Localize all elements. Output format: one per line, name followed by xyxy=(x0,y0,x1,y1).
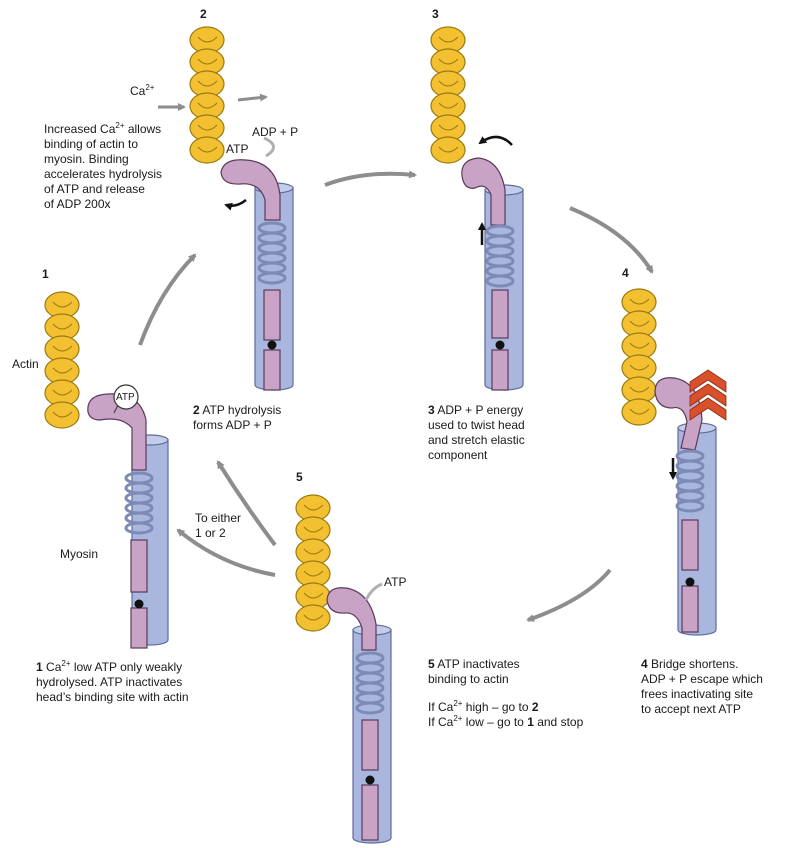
caption-3-line-3: and stretch elastic xyxy=(428,433,525,448)
actin-filament-3 xyxy=(431,27,465,163)
caption-5-line-2: binding to actin xyxy=(428,672,583,687)
actin-bead xyxy=(622,399,656,425)
caption-stage-2: 2 ATP hydrolysis forms ADP + P xyxy=(193,403,281,433)
caption-2-line-1: ATP hydrolysis xyxy=(200,403,282,417)
intro-line-2: binding of actin to xyxy=(44,137,162,152)
myosin-rod-lower xyxy=(492,350,508,390)
stage-5-rule-low: If Ca2+ low – go to 1 and stop xyxy=(428,715,583,730)
caption-4-line-2: ADP + P escape which xyxy=(641,672,763,687)
hinge-dot xyxy=(135,600,144,609)
intro-text: Increased Ca2+ allows binding of actin t… xyxy=(44,122,162,212)
stage-number-1: 1 xyxy=(42,267,49,281)
rule-high-c: 2 xyxy=(532,700,539,714)
actin-label: Actin xyxy=(12,357,39,372)
actin-filament-5 xyxy=(296,495,330,631)
intro-line-3: myosin. Binding xyxy=(44,152,162,167)
actin-bead xyxy=(431,137,465,163)
caption-stage-4: 4 Bridge shortens. ADP + P escape which … xyxy=(641,657,763,717)
hinge-dot xyxy=(496,341,505,350)
stage-number-4: 4 xyxy=(622,266,629,280)
adp-p-label-stage-2: ADP + P xyxy=(252,125,298,140)
myosin-rod xyxy=(682,520,698,570)
caption-4-line-1: Bridge shortens. xyxy=(648,657,739,671)
intro-line-5: of ATP and release xyxy=(44,182,162,197)
ca-symbol: Ca xyxy=(130,84,145,98)
arrow-4-to-5 xyxy=(528,570,610,620)
twist-arrow-3 xyxy=(480,137,512,145)
myosin-rod-lower xyxy=(131,608,147,648)
myosin-rod xyxy=(362,720,378,770)
atp-label-stage-5: ATP xyxy=(384,575,406,590)
twist-arrow-2 xyxy=(226,200,246,206)
caption-4-line-4: to accept next ATP xyxy=(641,702,763,717)
cycle-arrows xyxy=(140,97,652,620)
to-either-line-2: 1 or 2 xyxy=(195,526,241,541)
caption-4-line-3: frees inactivating site xyxy=(641,687,763,702)
caption-4-num: 4 xyxy=(641,657,648,671)
caption-2-line-2: forms ADP + P xyxy=(193,418,281,433)
caption-1-charge: 2+ xyxy=(61,659,70,668)
arrow-2-to-3 xyxy=(325,174,415,185)
hinge-dot xyxy=(686,578,695,587)
intro-ca-charge: 2+ xyxy=(115,121,124,130)
stage-number-2: 2 xyxy=(200,7,207,21)
arrow-1-to-2 xyxy=(140,255,195,345)
atp-bubble-label: ATP xyxy=(116,390,135,405)
caption-5-line-1: ATP inactivates xyxy=(435,657,520,671)
actin-filament-1 xyxy=(45,292,79,428)
ca-charge: 2+ xyxy=(145,83,154,92)
myosin-head-2 xyxy=(221,160,280,220)
hinge-dot xyxy=(366,776,375,785)
intro-line-1a: Increased Ca xyxy=(44,122,115,136)
myosin-head-3 xyxy=(462,158,505,225)
caption-1-a: Ca xyxy=(46,660,61,674)
ca-ion-label: Ca2+ xyxy=(130,84,154,99)
atp-label-stage-2: ATP xyxy=(226,142,248,157)
caption-3-line-2: used to twist head xyxy=(428,418,525,433)
caption-3-line-4: component xyxy=(428,448,525,463)
caption-3-num: 3 xyxy=(428,403,435,417)
myosin-rod xyxy=(131,540,147,592)
myosin-rod xyxy=(264,290,280,340)
caption-1-b: low ATP only weakly xyxy=(71,660,183,674)
to-either-line-1: To either xyxy=(195,511,241,526)
actin-filament-4 xyxy=(622,289,656,425)
caption-stage-5: 5 ATP inactivates binding to actin If Ca… xyxy=(428,657,583,730)
caption-1-num: 1 xyxy=(36,660,43,674)
rule-low-c: 1 xyxy=(527,715,534,729)
caption-stage-3: 3 ADP + P energy used to twist head and … xyxy=(428,403,525,463)
to-either-label: To either 1 or 2 xyxy=(195,511,241,541)
myosin-rod-lower xyxy=(362,785,378,840)
intro-line-6: of ADP 200x xyxy=(44,197,162,212)
myosin-label: Myosin xyxy=(60,547,98,562)
stage-5-rule-high: If Ca2+ high – go to 2 xyxy=(428,700,583,715)
intro-line-1b: allows xyxy=(125,122,162,136)
myosin-rod xyxy=(492,290,508,338)
rule-high-b: high – go to xyxy=(462,700,531,714)
myosin-rod-lower xyxy=(682,586,698,632)
arrow-3-to-4 xyxy=(570,208,652,272)
actin-bead xyxy=(296,605,330,631)
hinge-dot xyxy=(268,341,277,350)
stage-number-3: 3 xyxy=(432,7,439,21)
rule-high-a: If Ca xyxy=(428,700,453,714)
rule-low-d: and stop xyxy=(534,715,583,729)
actin-bead xyxy=(190,137,224,163)
actin-filament-2 xyxy=(190,27,224,163)
caption-1-line-3: head’s binding site with actin xyxy=(36,690,189,705)
myosin-rod-lower xyxy=(264,350,280,390)
caption-stage-1: 1 Ca2+ low ATP only weakly hydrolysed. A… xyxy=(36,660,189,705)
actin-bead xyxy=(45,402,79,428)
arrow-ca-out xyxy=(238,97,266,100)
shortening-chevrons xyxy=(690,370,726,420)
caption-3-line-1: ADP + P energy xyxy=(435,403,524,417)
caption-5-num: 5 xyxy=(428,657,435,671)
rule-low-a: If Ca xyxy=(428,715,453,729)
caption-2-num: 2 xyxy=(193,403,200,417)
intro-line-4: accelerates hydrolysis xyxy=(44,167,162,182)
caption-1-line-2: hydrolysed. ATP inactivates xyxy=(36,675,189,690)
rule-low-b: low – go to xyxy=(462,715,527,729)
stage-number-5: 5 xyxy=(296,470,303,484)
